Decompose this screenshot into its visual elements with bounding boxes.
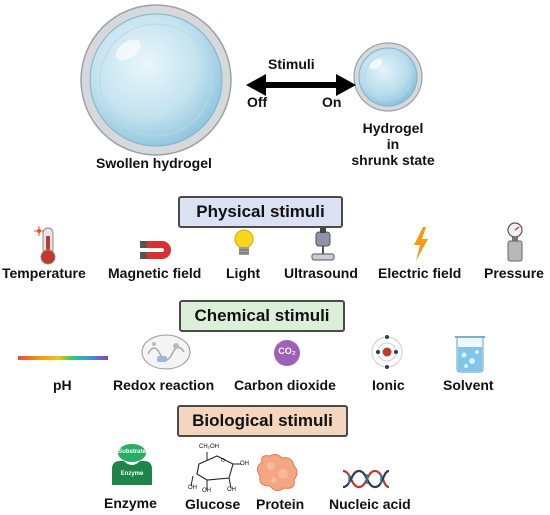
enzyme-inner-label: Enzyme [120, 471, 144, 477]
chemical-item-label: Ionic [372, 377, 405, 393]
chemical-item-label: Redox reaction [113, 377, 215, 393]
biological-item-label: Enzyme [104, 495, 157, 511]
on-label: On [322, 94, 342, 110]
glucose-structure-icon: O [190, 452, 241, 490]
chemical-item-label: Carbon dioxide [234, 377, 336, 393]
beaker-icon [455, 336, 485, 373]
ultrasound-probe-icon [311, 228, 335, 261]
light-bulb-icon [234, 229, 254, 255]
thermometer-icon [34, 226, 56, 265]
co2-molecule-icon [274, 340, 300, 366]
off-label: Off [247, 94, 268, 110]
biological-item-label: Protein [256, 496, 305, 512]
lightning-icon [414, 227, 428, 261]
protein-icon [256, 453, 298, 492]
physical-item-label: Magnetic field [108, 265, 202, 281]
glucose-oh-label: OH [202, 488, 211, 494]
glucose-oh-label: OH [227, 487, 236, 493]
stimuli-label: Stimuli [268, 56, 315, 72]
physical-item-label: Ultrasound [284, 265, 358, 281]
biological-item-label: Nucleic acid [329, 496, 411, 512]
dna-helix-icon [342, 469, 390, 489]
svg-text:O: O [221, 458, 225, 464]
physical-item-label: Electric field [378, 265, 462, 281]
substrate-label: Substrate [118, 449, 146, 455]
glucose-ch2oh-label: CH₂OH [199, 444, 219, 450]
co2-label: CO₂ [278, 346, 296, 356]
ph-scale-icon [18, 356, 108, 360]
physical-item-label: Light [226, 265, 261, 281]
biological-item-label: Glucose [185, 496, 241, 512]
shrunk-label-line2: in [386, 136, 400, 152]
glucose-oh-label: OH [240, 461, 249, 467]
physical-item-label: Pressure [484, 265, 544, 281]
biological-stimuli-title: Biological stimuli [177, 405, 348, 437]
ion-atom-icon [371, 335, 403, 369]
physical-item-label: Temperature [2, 265, 86, 281]
physical-stimuli-title: Physical stimuli [178, 196, 343, 228]
swollen-hydrogel-label: Swollen hydrogel [96, 155, 212, 171]
chemical-item-label: pH [53, 377, 72, 393]
enzyme-substrate-icon [112, 444, 152, 485]
double-arrow-icon [246, 74, 356, 96]
glucose-oh-label: OH [188, 485, 197, 491]
magnet-icon [140, 241, 171, 259]
pressure-gauge-icon [507, 222, 523, 262]
chemical-stimuli-title: Chemical stimuli [179, 300, 345, 332]
chemical-item-label: Solvent [443, 377, 494, 393]
redox-cell-icon [141, 334, 191, 370]
shrunk-label-line1: Hydrogel [362, 120, 424, 136]
shrunk-label-line3: shrunk state [351, 152, 435, 168]
